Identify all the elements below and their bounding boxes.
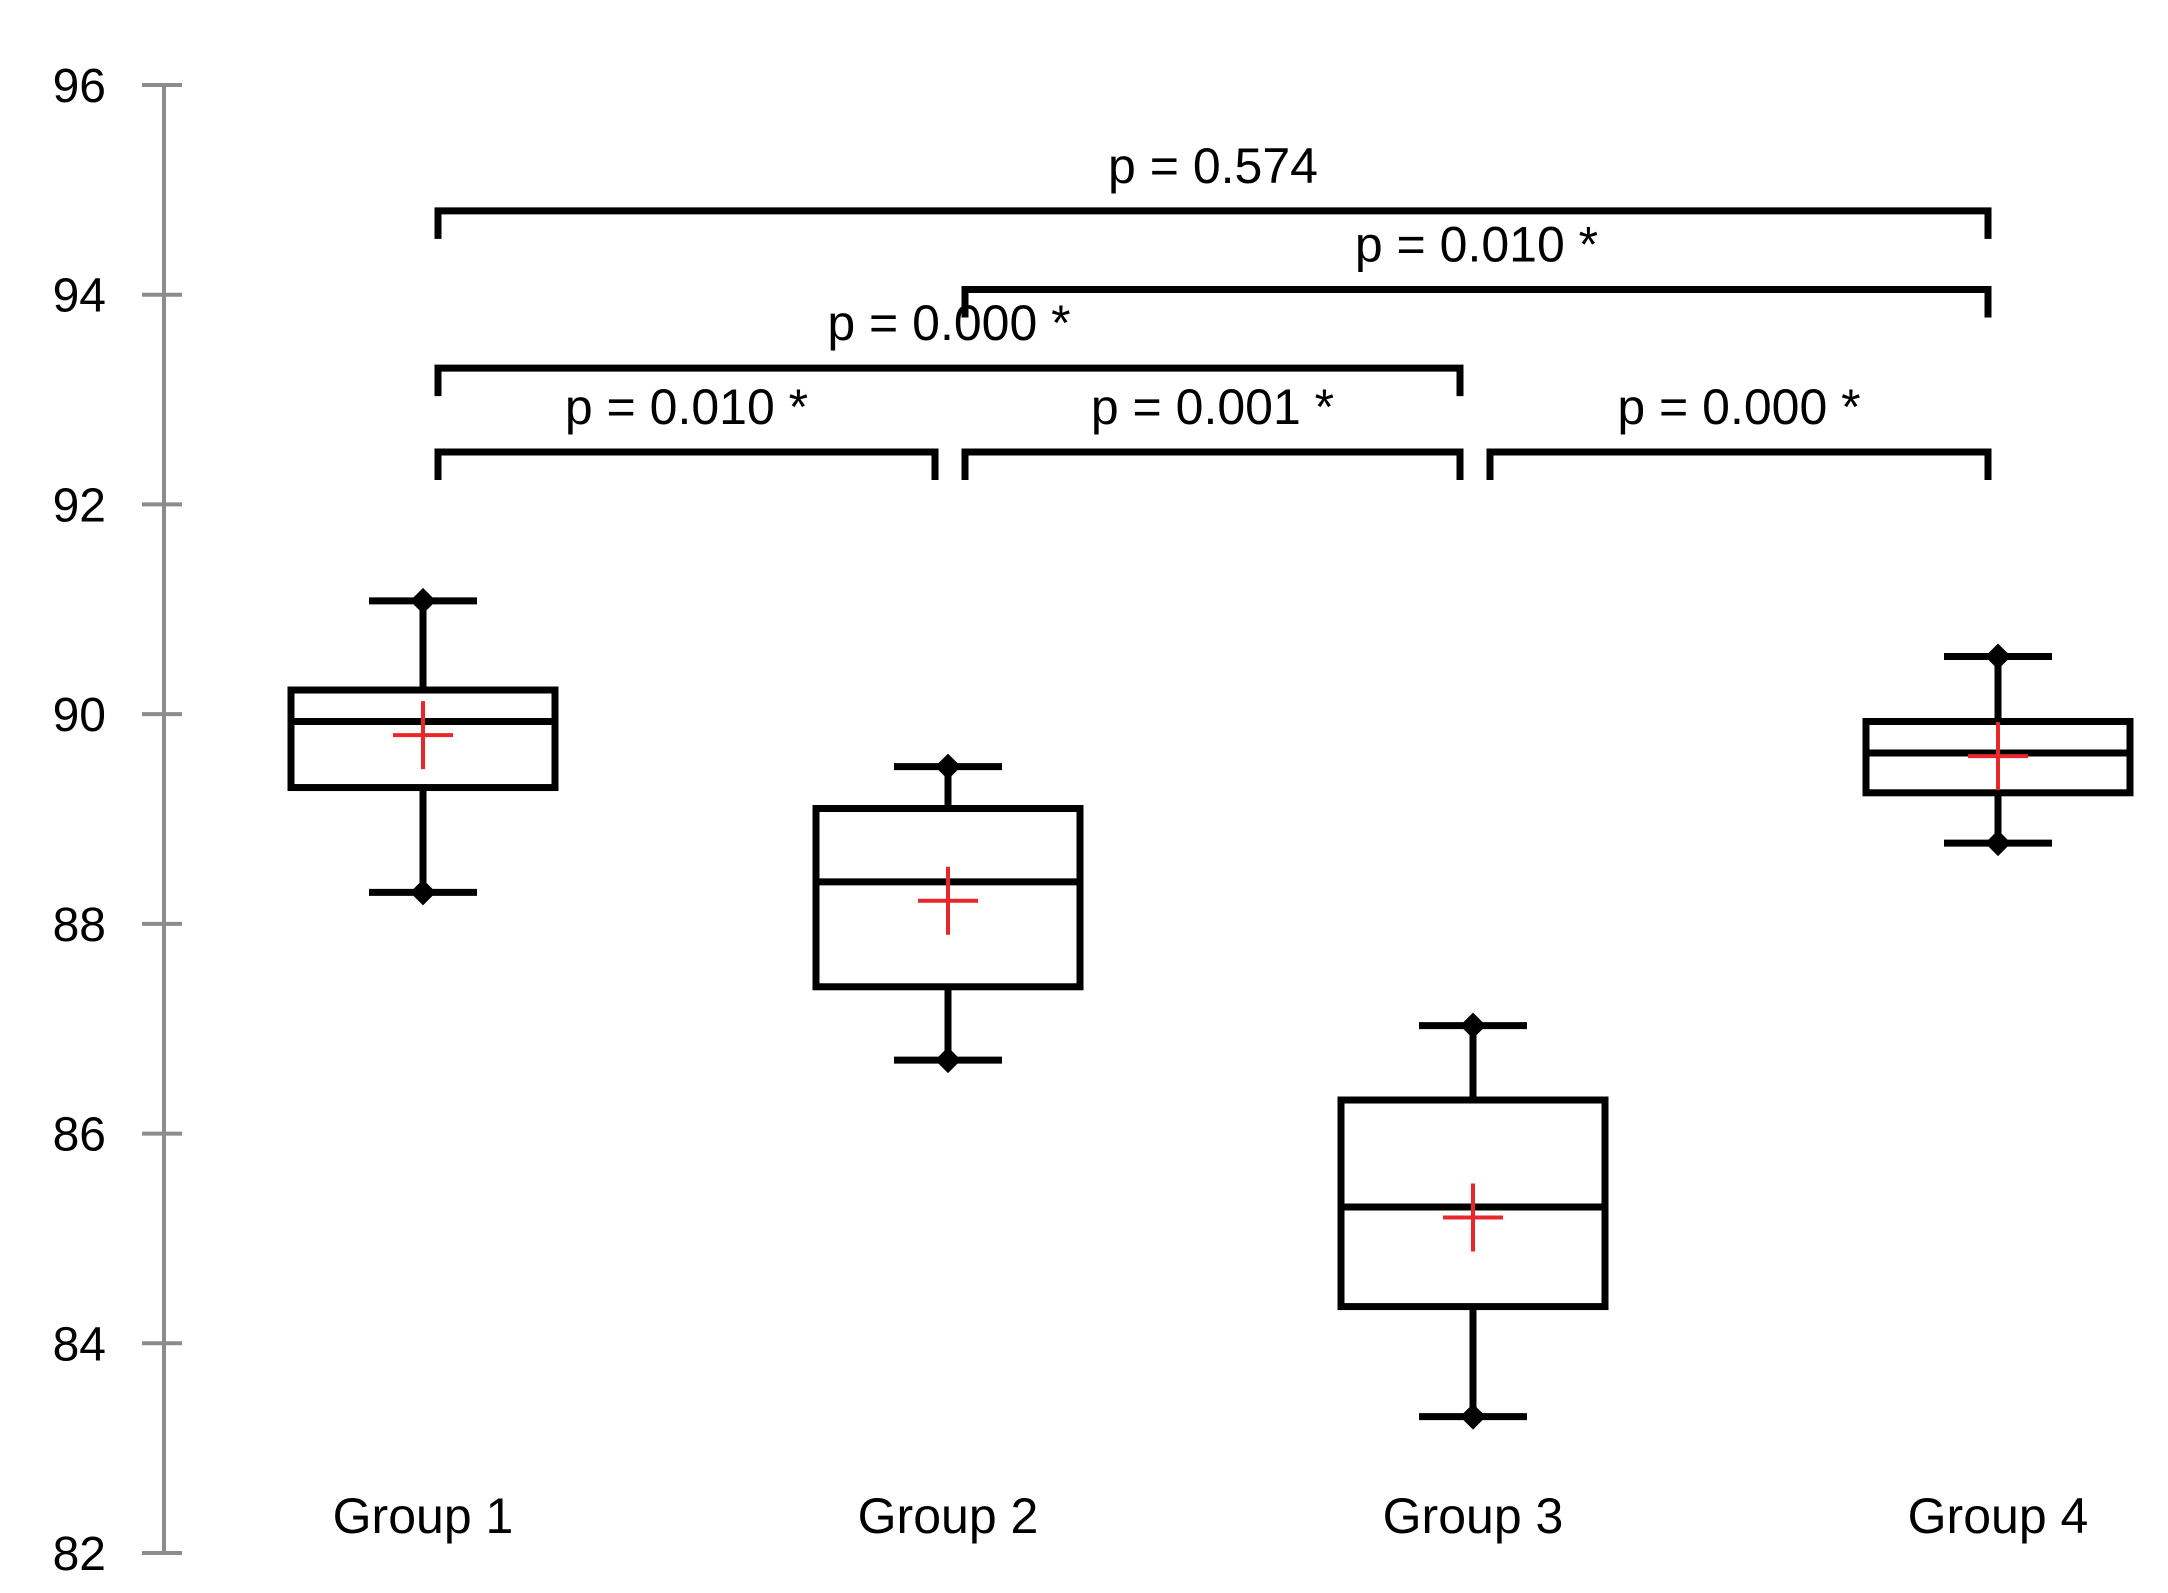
y-axis: 82 84 86 88 90 92 94 96 bbox=[53, 60, 182, 1581]
bracket-line bbox=[434, 364, 1464, 397]
y-tick-label: 84 bbox=[53, 1318, 106, 1371]
min-marker bbox=[935, 1047, 961, 1074]
bracket-1: p = 0.010 * bbox=[434, 379, 939, 480]
p-value-label: p = 0.000 * bbox=[1617, 379, 1860, 435]
p-value-label: p = 0.574 bbox=[1108, 138, 1318, 194]
max-marker bbox=[410, 587, 436, 614]
bracket-4: p = 0.000 * bbox=[434, 295, 1464, 397]
min-marker bbox=[1985, 830, 2011, 857]
bracket-3: p = 0.000 * bbox=[1486, 379, 1992, 480]
bracket-6: p = 0.574 bbox=[434, 138, 1992, 239]
p-value-label: p = 0.001 * bbox=[1091, 379, 1334, 435]
y-tick-label: 92 bbox=[53, 479, 106, 532]
y-tick-label: 96 bbox=[53, 60, 106, 113]
category-labels: Group 1 Group 2 Group 3 Group 4 bbox=[333, 1488, 2089, 1544]
bracket-line bbox=[961, 448, 1464, 480]
y-tick-label: 90 bbox=[53, 689, 106, 742]
min-marker bbox=[1460, 1403, 1486, 1430]
box-4 bbox=[1862, 643, 2134, 857]
bracket-2: p = 0.001 * bbox=[961, 379, 1464, 480]
bracket-line bbox=[434, 448, 939, 480]
boxes bbox=[287, 587, 2134, 1430]
box-3 bbox=[1337, 1012, 1609, 1430]
max-marker bbox=[1985, 643, 2011, 670]
bracket-5: p = 0.010 * bbox=[961, 216, 1992, 318]
y-tick-label: 94 bbox=[53, 270, 106, 323]
bracket-line bbox=[434, 207, 1992, 239]
y-tick-label: 82 bbox=[53, 1528, 106, 1581]
max-marker bbox=[1460, 1012, 1486, 1039]
y-tick-label: 86 bbox=[53, 1109, 106, 1162]
max-marker bbox=[935, 753, 961, 780]
bracket-line bbox=[1486, 448, 1992, 480]
category-label: Group 3 bbox=[1383, 1488, 1564, 1544]
p-value-label: p = 0.000 * bbox=[827, 295, 1070, 351]
bracket-line bbox=[961, 285, 1992, 318]
box-2 bbox=[812, 753, 1084, 1074]
category-label: Group 4 bbox=[1908, 1488, 2089, 1544]
category-label: Group 1 bbox=[333, 1488, 514, 1544]
y-tick-label: 88 bbox=[53, 899, 106, 952]
significance-brackets: p = 0.010 * p = 0.001 * p = 0.000 * p = 0.0… bbox=[434, 138, 1992, 480]
min-marker bbox=[410, 879, 436, 906]
box-1 bbox=[287, 587, 559, 906]
p-value-label: p = 0.010 * bbox=[565, 379, 808, 435]
category-label: Group 2 bbox=[858, 1488, 1039, 1544]
p-value-label: p = 0.010 * bbox=[1355, 216, 1598, 272]
